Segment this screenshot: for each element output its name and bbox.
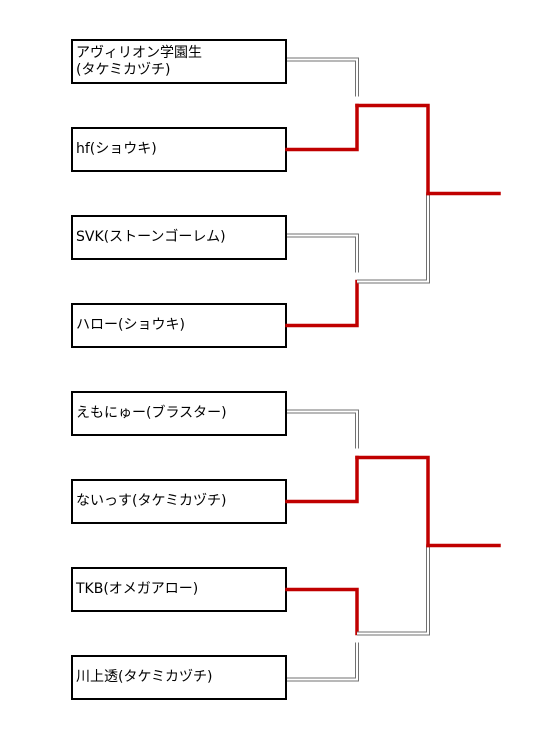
- entry-label-8: 川上透(タケミカヅチ): [76, 669, 213, 685]
- entry-box-4: ハロー(ショウキ): [71, 303, 287, 348]
- entry-box-3: SVK(ストーンゴーレム): [71, 215, 287, 260]
- r1-loser-line-5-outer: [287, 409, 359, 449]
- r2-loser-line-2-outer: [357, 545, 430, 636]
- r1-winner-line-2: [285, 103, 359, 152]
- entry-box-7: TKB(オメガアロー): [71, 567, 287, 612]
- entry-box-6: ないっす(タケミカヅチ): [71, 479, 287, 524]
- r2-loser-line-1-outer: [357, 193, 430, 284]
- r1-winner-line-7: [285, 587, 359, 636]
- entry-label-2: hf(ショウキ): [76, 141, 157, 157]
- entry-label-4: ハロー(ショウキ): [76, 317, 185, 333]
- r2-loser-line-2-inner: [357, 545, 429, 635]
- r1-loser-line-3-outer: [287, 233, 359, 273]
- r1-loser-line-5-inner: [287, 410, 358, 449]
- r1-winner-line-6: [285, 455, 359, 504]
- entry-box-1: アヴィリオン学園生 (タケミカヅチ): [71, 39, 287, 84]
- r2-loser-line-1-inner: [357, 193, 429, 283]
- r1-winner-line-4: [285, 279, 359, 328]
- entry-box-8: 川上透(タケミカヅチ): [71, 655, 287, 700]
- entry-label-5: えもにゅー(ブラスター): [76, 405, 227, 421]
- r1-loser-line-3-inner: [287, 234, 358, 273]
- r1-loser-line-1-inner: [287, 58, 358, 97]
- r2-winner-line-1: [355, 103, 430, 196]
- r1-loser-line-8-inner: [287, 642, 358, 681]
- r2-winner-line-2: [355, 455, 430, 548]
- entry-label-1: アヴィリオン学園生 (タケミカヅチ): [76, 44, 202, 78]
- r1-loser-line-8-outer: [287, 642, 359, 682]
- r1-loser-line-1-outer: [287, 57, 359, 97]
- entry-box-5: えもにゅー(ブラスター): [71, 391, 287, 436]
- entry-label-3: SVK(ストーンゴーレム): [76, 229, 226, 245]
- entry-label-6: ないっす(タケミカヅチ): [76, 493, 227, 509]
- entry-label-7: TKB(オメガアロー): [76, 581, 199, 597]
